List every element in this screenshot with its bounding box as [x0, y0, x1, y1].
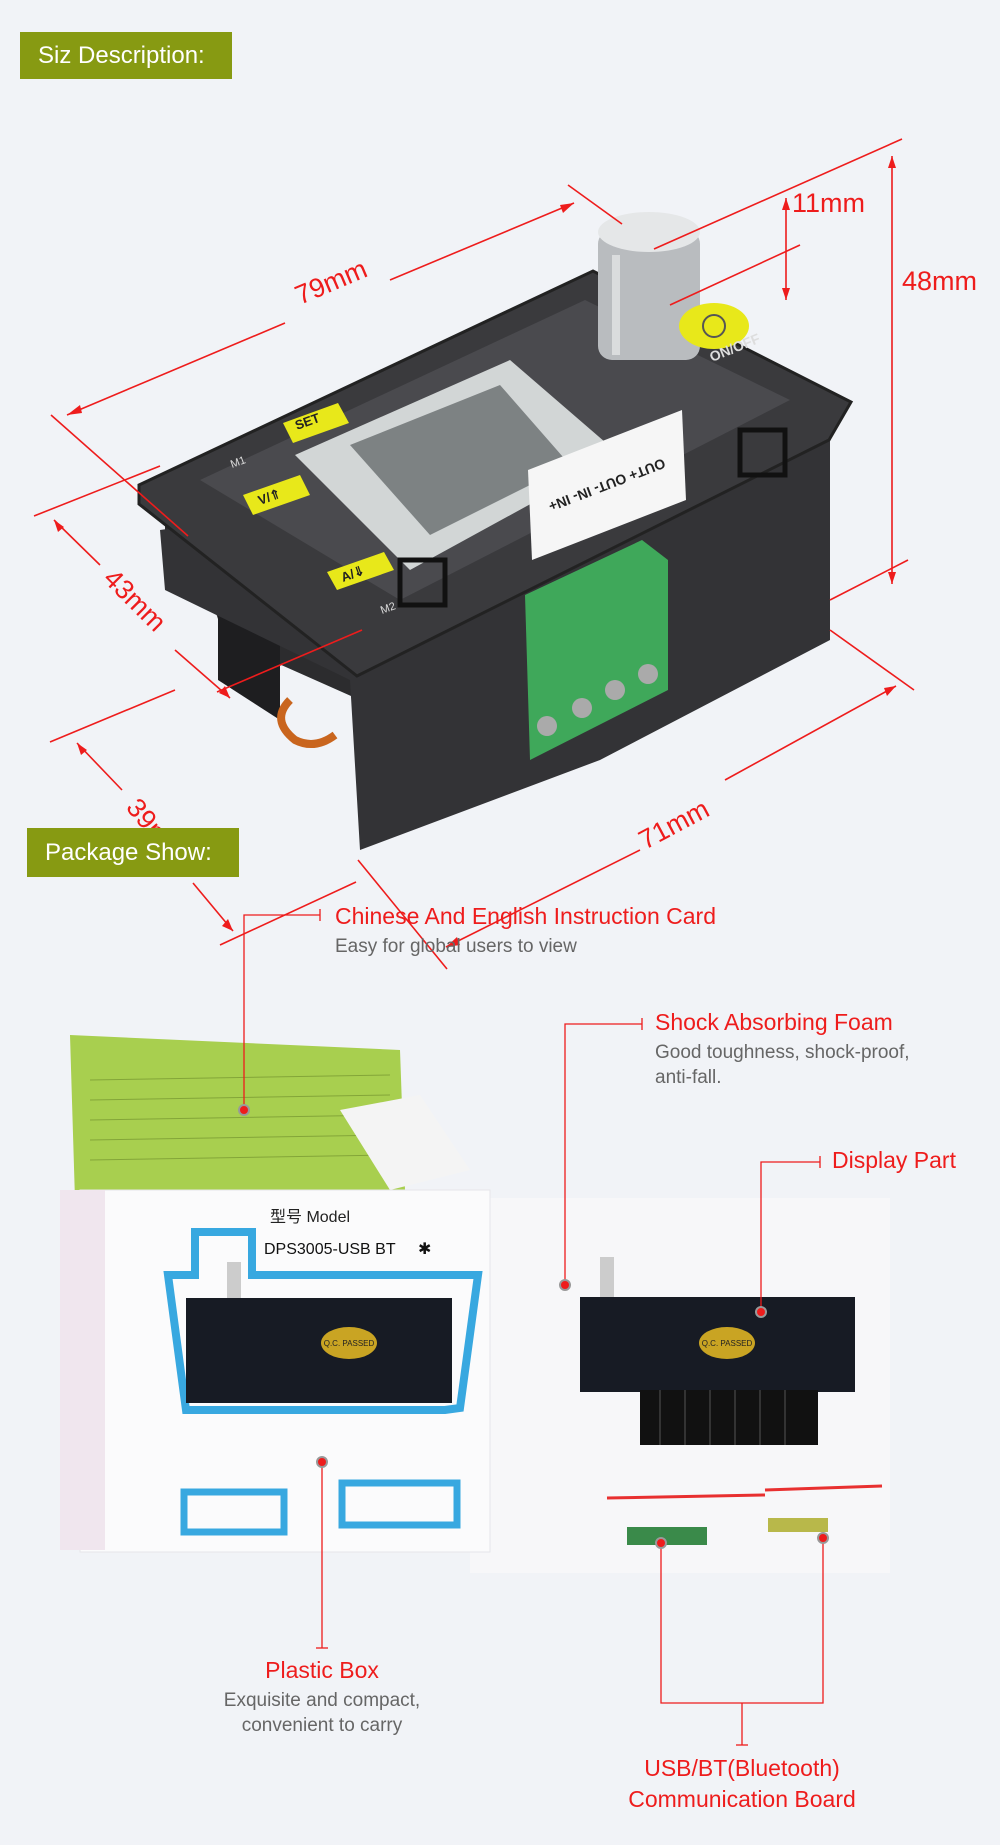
callout-lines: [243, 909, 824, 1746]
m1-label: M1: [229, 454, 247, 471]
foam-title: Shock Absorbing Foam: [655, 1009, 893, 1035]
instruction-card-title: Chinese And English Instruction Card: [335, 903, 716, 929]
package-show-title: Package Show:: [45, 838, 212, 866]
button-v-up-label: V/⇑: [256, 486, 283, 508]
plastic-box-desc-line1: Exquisite and compact,: [223, 1690, 421, 1711]
qc-badge-icon: Q.C. PASSED: [321, 1327, 377, 1359]
comm-board: [627, 1527, 707, 1545]
dimension-11mm: 11mm: [792, 188, 865, 218]
size-description-header: Siz Description:: [20, 32, 232, 79]
qc-badge-label: Q.C. PASSED: [324, 1339, 375, 1348]
dimension-43mm: 43mm: [98, 563, 172, 637]
box-model-label: 型号 Model: [270, 1208, 350, 1226]
terminal-block: [525, 540, 668, 760]
inductor-coil: [277, 697, 338, 748]
dimension-48mm: 48mm: [902, 266, 977, 296]
size-description-title: Siz Description:: [38, 41, 205, 69]
comm-board-title-line1: USB/BT(Bluetooth): [644, 1755, 840, 1781]
dimension-lines: [33, 138, 915, 970]
rotary-knob-icon: [598, 212, 700, 360]
front-buttons: V/⇑ SET A/⇓ M1 M2: [229, 403, 397, 617]
power-supply-module: V/⇑ SET A/⇓ M1 M2 ON/OFF OUT+ OUT- IN- I…: [137, 212, 854, 850]
foam-desc-line2: anti-fall.: [655, 1067, 722, 1088]
boxed-module: [186, 1298, 452, 1403]
terminal-label-plate: [528, 410, 686, 560]
package-photo: 型号 Model DPS3005-USB BT ✱ Q.C. PASSED Q.…: [60, 1035, 890, 1573]
instruction-card-desc: Easy for global users to view: [335, 936, 577, 957]
package-show-header: Package Show:: [27, 828, 239, 877]
qc-badge-label-2: Q.C. PASSED: [702, 1339, 753, 1348]
comm-board-title-line2: Communication Board: [628, 1786, 856, 1812]
box-model-value: DPS3005-USB BT: [264, 1241, 396, 1258]
plastic-box-desc-line2: convenient to carry: [241, 1715, 403, 1736]
foam-desc-line1: Good toughness, shock-proof,: [655, 1042, 910, 1063]
qc-badge-icon-2: Q.C. PASSED: [699, 1327, 755, 1359]
plastic-box-title: Plastic Box: [265, 1657, 379, 1683]
bluetooth-icon: ✱: [418, 1241, 431, 1258]
dimension-71mm: 71mm: [634, 794, 714, 856]
heatsink: [640, 1390, 818, 1445]
dimension-79mm: 79mm: [291, 254, 372, 311]
dimension-arrowheads: [54, 156, 896, 947]
m2-label: M2: [379, 600, 397, 617]
callout-dots: [238, 1104, 829, 1549]
display-part-title: Display Part: [832, 1147, 956, 1173]
